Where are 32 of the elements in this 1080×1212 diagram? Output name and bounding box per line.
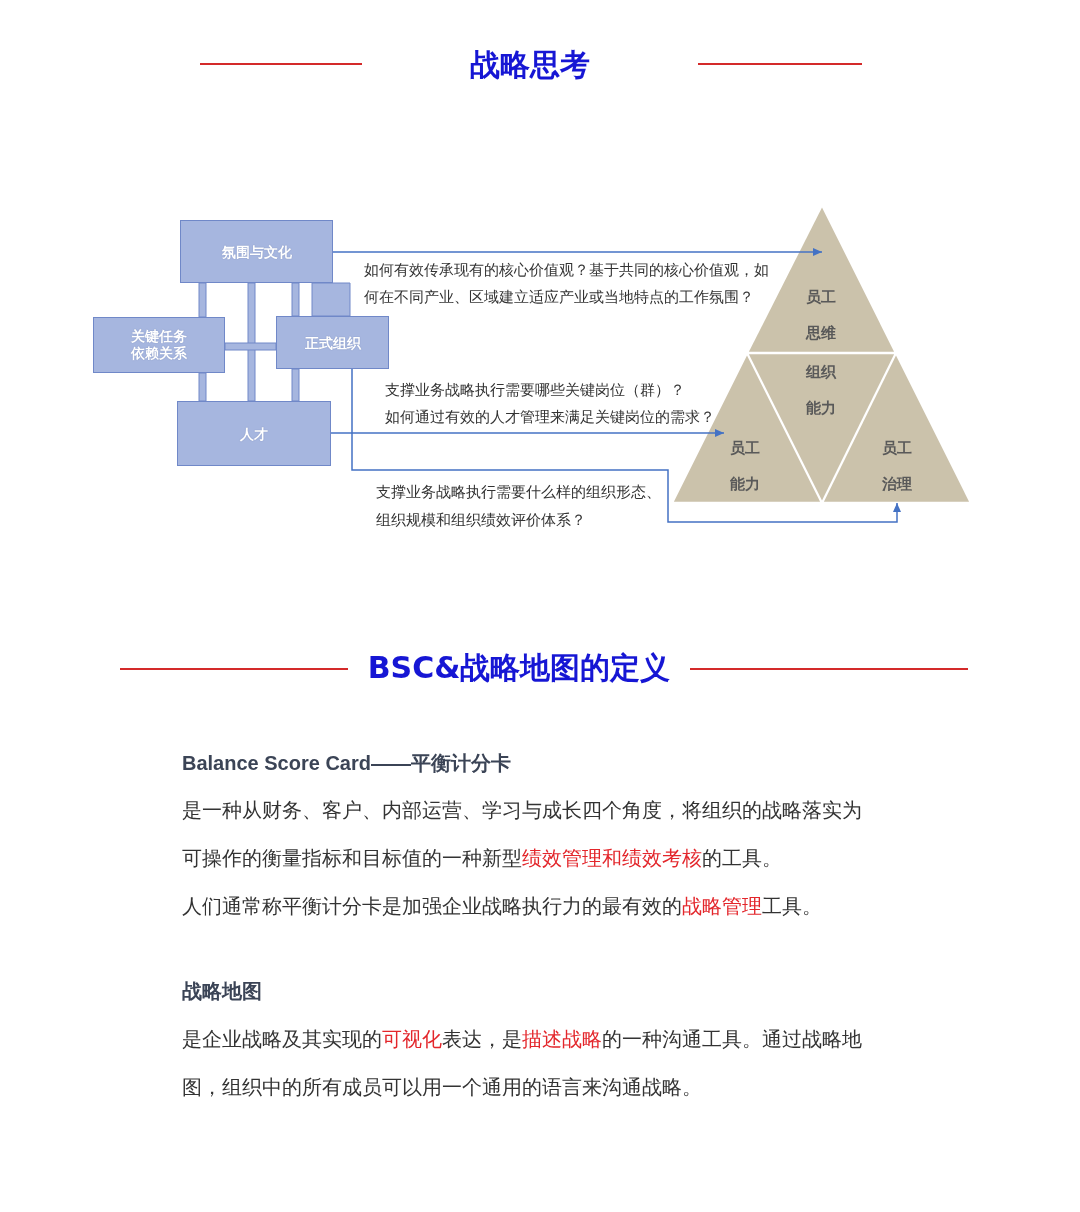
paragraph: 是企业战略及其实现的可视化表达，是描述战略的一种沟通工具。通过战略地图，组织中的所有成员可以用一个通用的语言来沟通战略。 (182, 1027, 862, 1100)
box-label: 人才 (240, 425, 268, 442)
section-heading: BSC&战略地图的定义 (367, 650, 671, 686)
subheading: Balance Score Card——平衡计分卡 (182, 751, 511, 776)
concept-box (93, 317, 225, 373)
edge-label: 支撑业务战略执行需要什么样的组织形态、组织规模和组织绩效评价体系？ (376, 482, 661, 530)
triangle-label: 员工思维 (805, 287, 837, 343)
connector-bar (291, 282, 300, 317)
subheading: 战略地图 (182, 979, 262, 1004)
connector-bar (311, 282, 351, 317)
box-label: 关键任务依赖关系 (130, 328, 188, 362)
connector-bar (198, 372, 207, 402)
box-label: 氛围与文化 (221, 243, 292, 260)
connector-bar (291, 368, 300, 402)
arrow (351, 368, 901, 523)
connector-bar (198, 282, 207, 318)
edge-label: 如何有效传承现有的核心价值观？基于共同的核心价值观，如何在不同产业、区域建立适应产业或当地特点的工作氛围？ (364, 259, 769, 307)
paragraph: 是一种从财务、客户、内部运营、学习与成长四个角度，将组织的战略落实为可操作的衡量指标和目标值的一种新型绩效管理和绩效考核的工具。 (182, 798, 862, 871)
triangle-label: 员工治理 (881, 438, 913, 494)
triangle-label: 组织能力 (805, 362, 837, 418)
arrow (330, 429, 725, 437)
connector-bar (247, 282, 256, 402)
paragraph: 人们通常称平衡计分卡是加强企业战略执行力的最有效的战略管理工具。 (182, 894, 822, 919)
connector-bar (224, 342, 277, 351)
concept-box (276, 316, 389, 369)
triangle-label: 员工能力 (729, 438, 761, 494)
arrow (332, 248, 823, 256)
edge-label: 支撑业务战略执行需要哪些关键岗位（群）？如何通过有效的人才管理来满足关键岗位的需求？ (385, 379, 715, 427)
box-label: 正式组织 (304, 334, 361, 351)
concept-box (180, 220, 333, 283)
section-heading: 战略思考 (470, 47, 590, 83)
concept-box (177, 401, 331, 466)
